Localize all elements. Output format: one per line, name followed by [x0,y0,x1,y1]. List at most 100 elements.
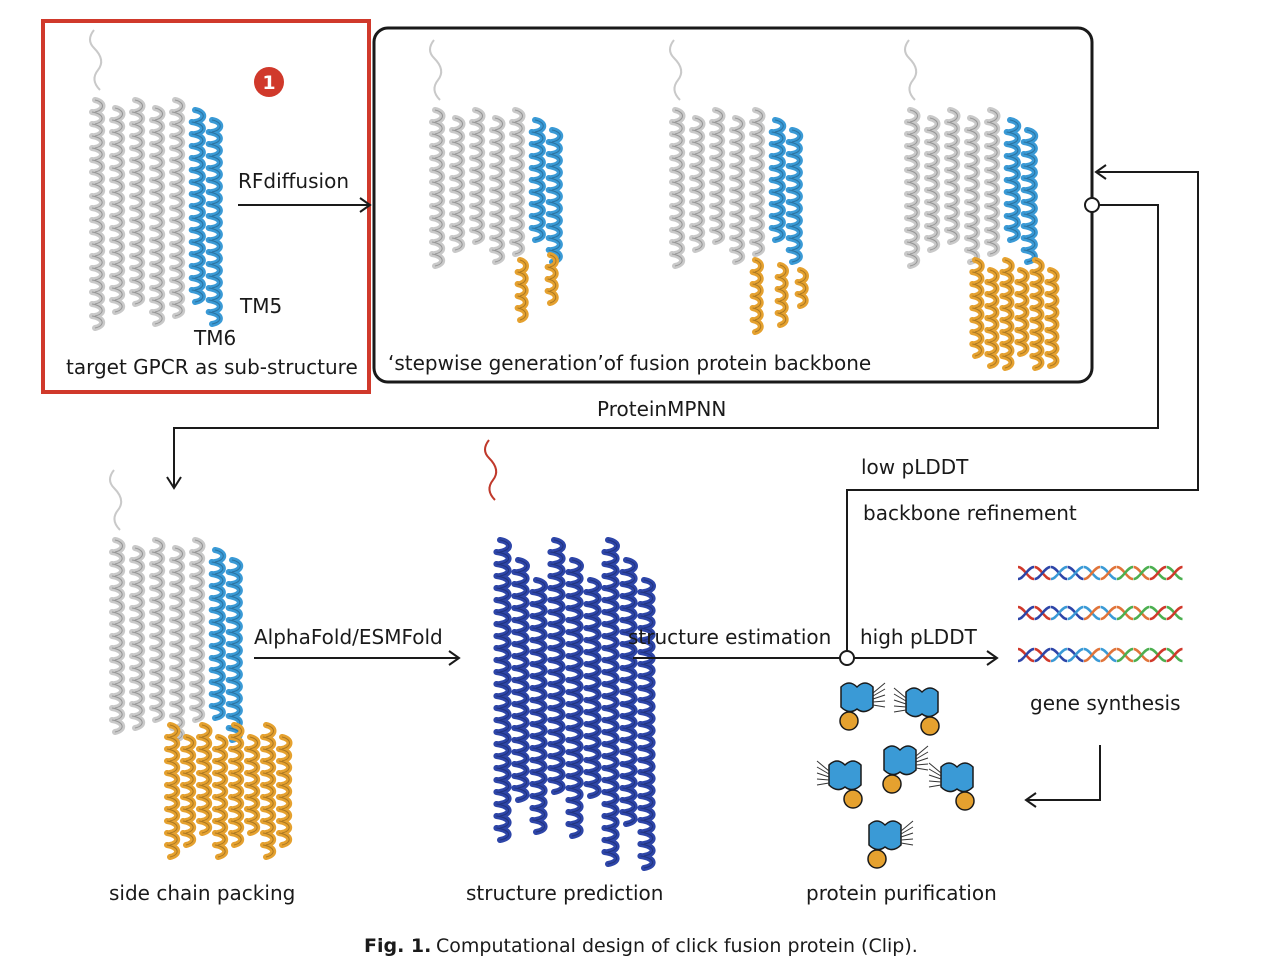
figure-caption: Computational design of click fusion pro… [436,935,918,957]
target-gpcr-tm6-helix [205,117,224,327]
generated-backbone-3-tm6-helix [1020,127,1039,265]
dna-strand [1166,565,1183,581]
generated-backbone-1-gray-helix [509,107,526,257]
click-tag [843,789,863,809]
helix-outline [731,117,743,263]
gene-synthesis-label: gene synthesis [1030,691,1181,715]
dna-strand [1067,565,1084,581]
target-gpcr-caption: target GPCR as sub-structure [66,355,358,379]
helix-outline [972,259,983,357]
helix-outline [191,539,203,721]
glycan-branch [872,704,886,708]
packed-fusion-helix [228,722,245,848]
helix-outline [771,119,784,241]
dna-strand [1166,647,1183,663]
generated-backbone-2-tm6-helix [785,127,804,265]
generated-backbone-2-gray-helix [729,115,746,265]
dna-strand [1116,605,1134,621]
target-gpcr-gray-helix [129,97,146,307]
glycan-branch [900,832,914,838]
backbone-refinement-label: backbone refinement [863,501,1077,525]
glycan-branch [872,694,886,700]
dna-strand [1017,647,1035,663]
generated-backbone-1-tm5-helix [528,117,547,243]
dna-strand [1149,565,1167,581]
helix-outline [906,109,918,267]
side-chain-gpcr-gray-helix [109,537,126,735]
fusion-helix [544,252,559,306]
helix-outline [278,736,290,846]
helix-outline [262,724,274,858]
high-plddt-arrow [633,650,999,666]
helix-outline [987,269,998,367]
prediction-arrow [254,650,461,666]
high-plddt-label: high pLDDT [860,625,978,649]
helix-outline [691,117,703,251]
protein-blob [905,687,939,718]
figure-number: Fig. 1. [364,935,431,957]
dna-strand [1034,605,1051,621]
dna-strand [1034,565,1051,581]
helix-outline [496,539,510,841]
glycan-branch [872,700,886,703]
helix-outline [111,539,123,733]
helix-outline [671,109,683,267]
helix-outline [966,117,978,263]
fusion-helix [749,257,764,335]
glycan-branch [915,763,929,766]
protein-blob [840,682,874,713]
helix-outline [211,549,224,719]
helix-outline [111,107,123,313]
generated-backbone-1-tm6-helix [545,127,564,265]
dna-strand [1166,605,1183,621]
predicted-helix [583,577,602,799]
glycan-branch [915,751,929,760]
glycan-branch [816,782,830,786]
fusion-helix [774,262,789,328]
predicted-helix [529,577,548,835]
fusion-domain-helix [1044,267,1060,369]
dna-strand [1100,605,1117,621]
dna-strand [1133,605,1150,621]
packed-fusion-helix [196,722,213,836]
helix-outline [151,107,163,325]
terminal-tail [904,39,918,101]
predicted-helix [511,557,530,803]
helix-outline [514,559,528,801]
dna-strand [1133,647,1150,663]
helix-outline [166,724,178,858]
packed-fusion-helix [212,734,229,860]
predicted-helix [619,557,638,827]
purified-protein-icon [816,760,863,809]
packed-fusion-helix [260,722,277,860]
target-gpcr-gray-helix [169,97,186,319]
helix-outline [711,109,723,243]
helix-outline [182,736,194,846]
side-chain-gpcr-tm5-helix [208,547,227,721]
helix-outline [1006,119,1019,241]
dna-strand [1050,565,1068,581]
helix-outline [604,539,618,865]
generated-backbone-2-tm5-helix [768,117,787,243]
purified-protein-icon [839,682,886,731]
rfdiffusion-arrow [238,197,372,213]
dna-strand [1017,565,1035,581]
target-gpcr-gray-helix [149,105,166,327]
fusion-domain-helix [1029,257,1045,371]
dna-strand [1050,647,1068,663]
fusion-domain-helix [1014,267,1030,357]
helix-outline [171,99,183,317]
fusion-domain-helix [999,257,1015,371]
glycan-branch [900,842,914,846]
predicted-helix [547,537,566,795]
glycan-branch [816,766,830,775]
packed-fusion-helix [276,734,293,848]
protein-purification-label: protein purification [806,881,997,905]
helix-outline [1023,129,1036,263]
glycan-branch [816,778,830,781]
fusion-domain-helix [984,267,1000,369]
helix-outline [151,539,163,721]
helix-outline [532,579,546,833]
packed-fusion-helix [244,734,261,836]
